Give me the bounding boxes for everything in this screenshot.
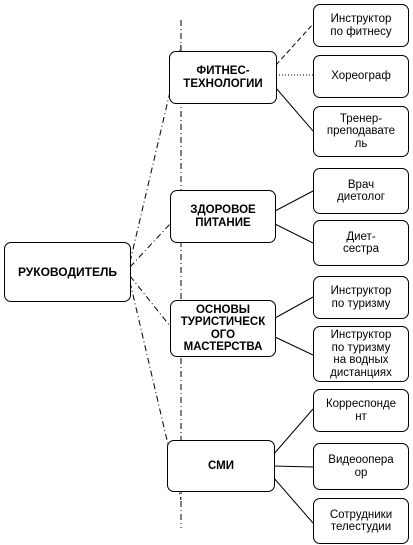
branch-nutrition-label: ЗДОРОВОЕ ПИТАНИЕ	[190, 204, 256, 229]
root-box: РУКОВОДИТЕЛЬ	[4, 242, 131, 302]
leaf-fitness-instructor: Инструктор по фитнесу	[313, 4, 409, 47]
tourism-line-1	[274, 296, 314, 319]
media-line-3	[272, 476, 314, 524]
branch-nutrition-box: ЗДОРОВОЕ ПИТАНИЕ	[170, 190, 276, 243]
tourism-line-2	[274, 336, 314, 356]
leaf-label: Корреспонде нт	[325, 398, 397, 423]
leaf-correspondent: Корреспонде нт	[313, 389, 409, 432]
branch-fitness-label: ФИТНЕС- ТЕХНОЛОГИИ	[183, 65, 263, 90]
leaf-label: Сотрудники телестудии	[329, 508, 393, 534]
leaf-label: Инструктор по фитнесу	[330, 13, 392, 38]
leaf-label: Диет- сестра	[343, 230, 379, 256]
root-trunk-line-3	[129, 275, 171, 327]
leaf-label: Инструктор по туризму	[330, 285, 392, 310]
leaf-tourism-instructor: Инструктор по туризму	[313, 276, 409, 319]
nutrition-line-2	[274, 223, 314, 244]
media-line-1	[272, 408, 314, 456]
leaf-choreographer: Хореограф	[313, 55, 409, 98]
root-label: РУКОВОДИТЕЛЬ	[17, 265, 118, 279]
leaf-label: Видеоопера ор	[328, 454, 394, 479]
branch-media-box: СМИ	[167, 440, 275, 492]
leaf-label: Инструктор по туризму на водных дистанци…	[330, 329, 392, 379]
leaf-water-tourism-instructor: Инструктор по туризму на водных дистанци…	[313, 326, 409, 382]
fitness-line-3	[275, 87, 314, 132]
leaf-label: Врач диетолог	[337, 178, 385, 204]
branch-fitness-box: ФИТНЕС- ТЕХНОЛОГИИ	[169, 51, 277, 104]
fitness-line-1	[275, 23, 314, 66]
media-line-2	[272, 465, 314, 468]
nutrition-line-1	[274, 190, 314, 212]
leaf-label: Тренер- преподавате ль	[326, 112, 396, 150]
leaf-label: Хореограф	[331, 70, 391, 83]
branch-media-label: СМИ	[208, 459, 234, 472]
leaf-dietitian: Врач диетолог	[313, 168, 409, 214]
leaf-diet-nurse: Диет- сестра	[313, 220, 409, 266]
leaf-tv-studio-staff: Сотрудники телестудии	[313, 498, 409, 544]
leaf-trainer-teacher: Тренер- преподавате ль	[313, 106, 409, 157]
branch-tourism-box: ОСНОВЫ ТУРИСТИЧЕСК ОГО МАСТЕРСТВА	[170, 300, 276, 357]
branch-tourism-label: ОСНОВЫ ТУРИСТИЧЕСК ОГО МАСТЕРСТВА	[180, 303, 266, 354]
leaf-video-operator: Видеоопера ор	[313, 443, 409, 490]
root-trunk-line-2	[129, 223, 171, 268]
